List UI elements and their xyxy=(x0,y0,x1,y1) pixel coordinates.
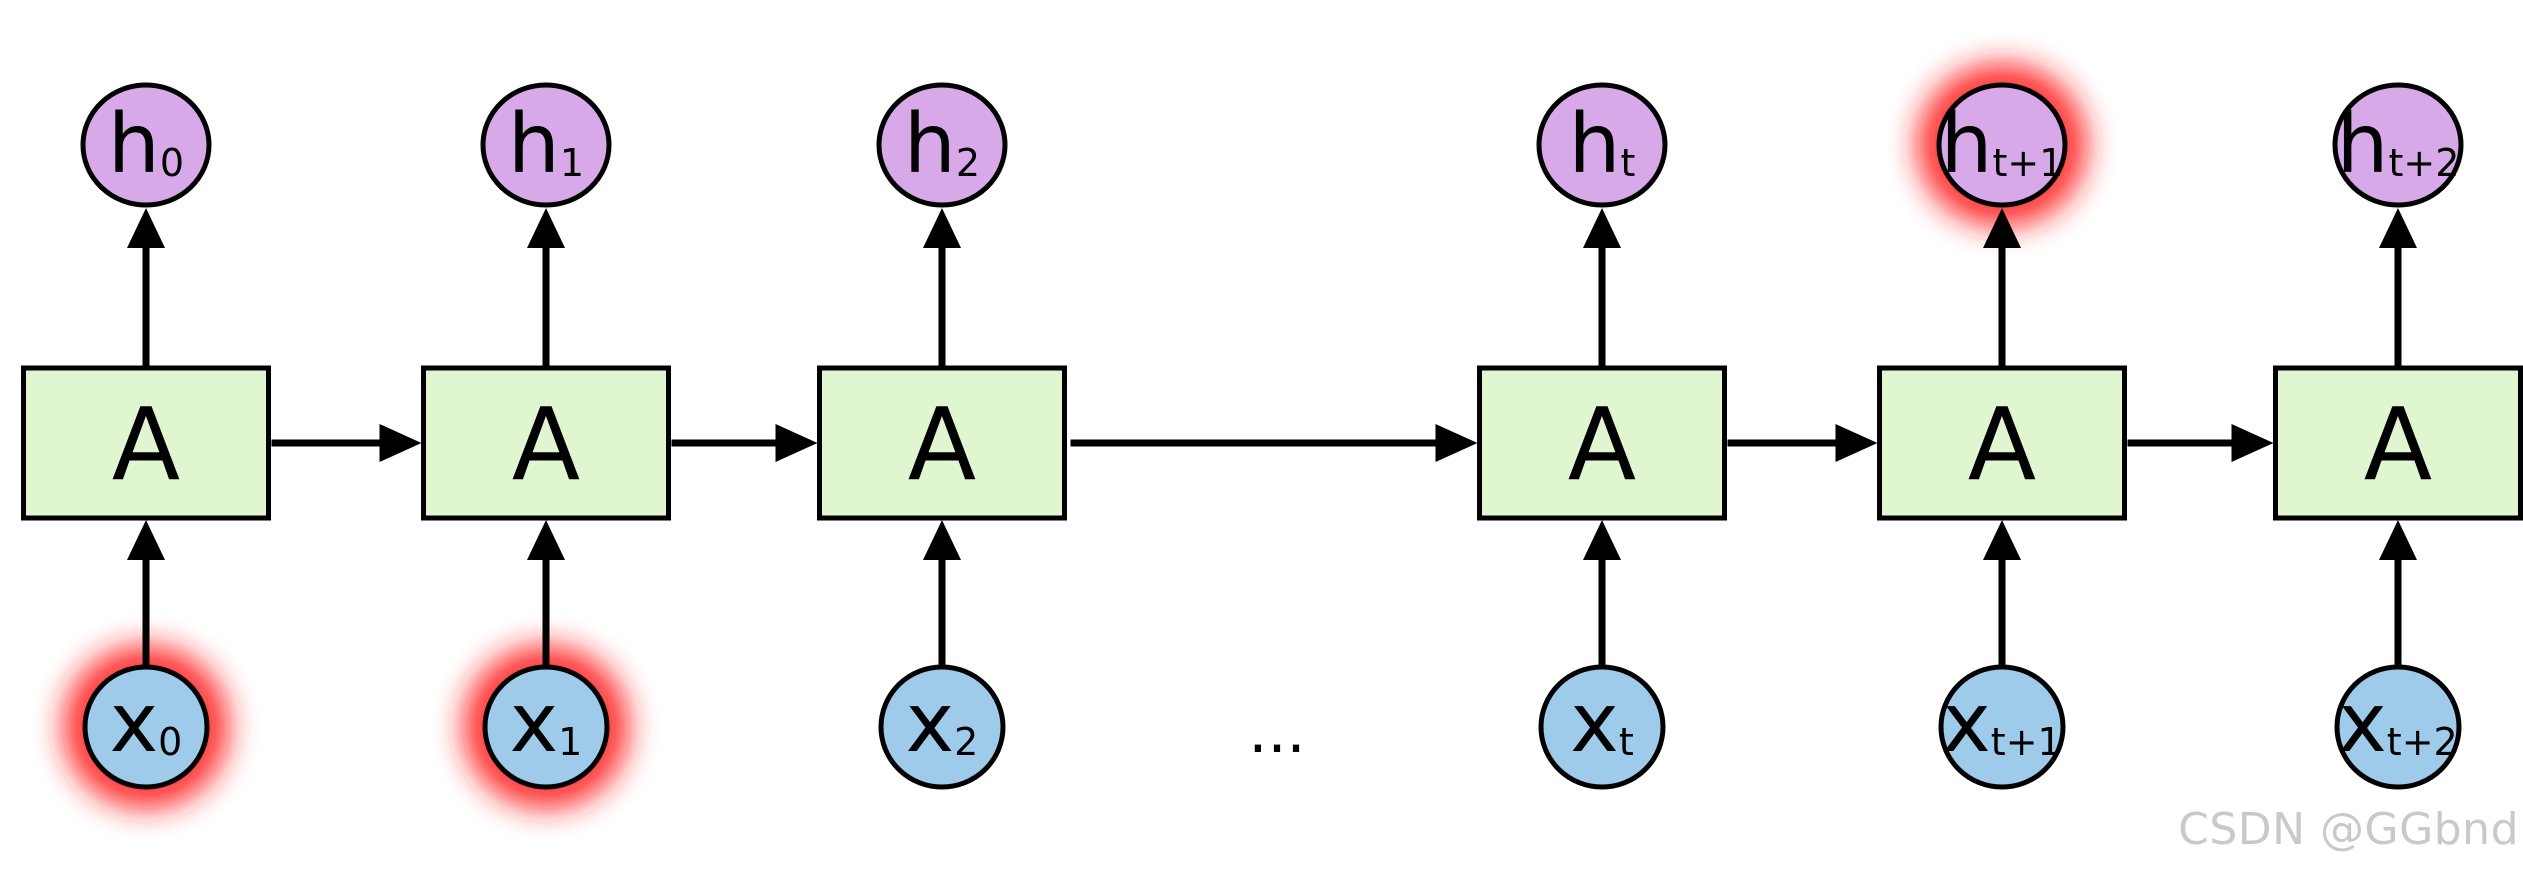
input-circle xyxy=(1938,664,2066,790)
hidden-state-node: h1 xyxy=(480,82,612,208)
rnn-cell-box xyxy=(21,365,271,521)
rnn-cell-label: A xyxy=(512,386,580,503)
arrow-cell-to-output xyxy=(1983,208,2021,368)
rnn-cell-box xyxy=(1477,365,1727,521)
hidden-state-label: h2 xyxy=(904,97,980,192)
rnn-cell-label: A xyxy=(1568,386,1636,503)
hidden-state-circle xyxy=(2332,82,2464,208)
input-node: xt xyxy=(1538,664,1666,790)
rnn-cell: A xyxy=(421,365,671,521)
input-label: x0 xyxy=(110,676,183,771)
rnn-cell: A xyxy=(1477,365,1727,521)
arrow-input-to-cell xyxy=(923,520,961,667)
recurrent-arrow xyxy=(2127,424,2274,462)
rnn-cell-box xyxy=(1877,365,2127,521)
input-circle xyxy=(878,664,1006,790)
recurrent-arrow xyxy=(671,424,818,462)
rnn-cell-label: A xyxy=(112,386,180,503)
input-node: x1 xyxy=(482,664,610,790)
arrow-cell-to-output xyxy=(2379,208,2417,368)
input-circle xyxy=(1538,664,1666,790)
arrow-cell-to-output xyxy=(127,208,165,368)
hidden-state-node: ht+1 xyxy=(1936,82,2068,208)
hidden-state-circle xyxy=(480,82,612,208)
rnn-cell-label: A xyxy=(2364,386,2432,503)
hidden-state-label: ht xyxy=(1569,97,1636,192)
watermark: CSDN @GGbnd xyxy=(2178,804,2519,855)
hidden-state-label: h1 xyxy=(508,97,584,192)
hidden-state-label: h0 xyxy=(108,97,184,192)
arrow-input-to-cell xyxy=(1583,520,1621,667)
arrow-input-to-cell xyxy=(127,520,165,667)
arrow-input-to-cell xyxy=(2379,520,2417,667)
hidden-state-node: ht+2 xyxy=(2332,82,2464,208)
arrow-cell-to-output xyxy=(1583,208,1621,368)
input-node: xt+2 xyxy=(2334,664,2462,790)
input-label: xt+2 xyxy=(2338,676,2457,771)
input-circle xyxy=(82,664,210,790)
input-node: x0 xyxy=(82,664,210,790)
rnn-cell-box xyxy=(2273,365,2523,521)
input-node: xt+1 xyxy=(1938,664,2066,790)
rnn-cell: A xyxy=(21,365,271,521)
recurrent-arrow xyxy=(271,424,422,462)
input-label: xt xyxy=(1570,676,1633,771)
recurrent-arrow xyxy=(1727,424,1878,462)
input-node: x2 xyxy=(878,664,1006,790)
rnn-cell: A xyxy=(2273,365,2523,521)
rnn-cell-box xyxy=(421,365,671,521)
rnn-cell-label: A xyxy=(908,386,976,503)
hidden-state-circle xyxy=(876,82,1008,208)
input-label: x1 xyxy=(510,676,583,771)
recurrent-arrow xyxy=(1070,424,1478,462)
hidden-state-node: h0 xyxy=(80,82,212,208)
hidden-state-label: ht+2 xyxy=(2337,97,2460,192)
arrow-input-to-cell xyxy=(1983,520,2021,667)
rnn-cell-box xyxy=(817,365,1067,521)
hidden-state-label: ht+1 xyxy=(1941,97,2064,192)
rnn-cell: A xyxy=(817,365,1067,521)
input-label: xt+1 xyxy=(1942,676,2061,771)
hidden-state-node: ht xyxy=(1536,82,1668,208)
arrow-input-to-cell xyxy=(527,520,565,667)
hidden-state-circle xyxy=(1936,82,2068,208)
input-label: x2 xyxy=(906,676,979,771)
hidden-state-circle xyxy=(80,82,212,208)
arrow-cell-to-output xyxy=(923,208,961,368)
input-circle xyxy=(2334,664,2462,790)
hidden-state-node: h2 xyxy=(876,82,1008,208)
arrow-cell-to-output xyxy=(527,208,565,368)
input-circle xyxy=(482,664,610,790)
rnn-cell: A xyxy=(1877,365,2127,521)
rnn-cell-label: A xyxy=(1968,386,2036,503)
ellipsis-text: ... xyxy=(1248,697,1305,767)
hidden-state-circle xyxy=(1536,82,1668,208)
